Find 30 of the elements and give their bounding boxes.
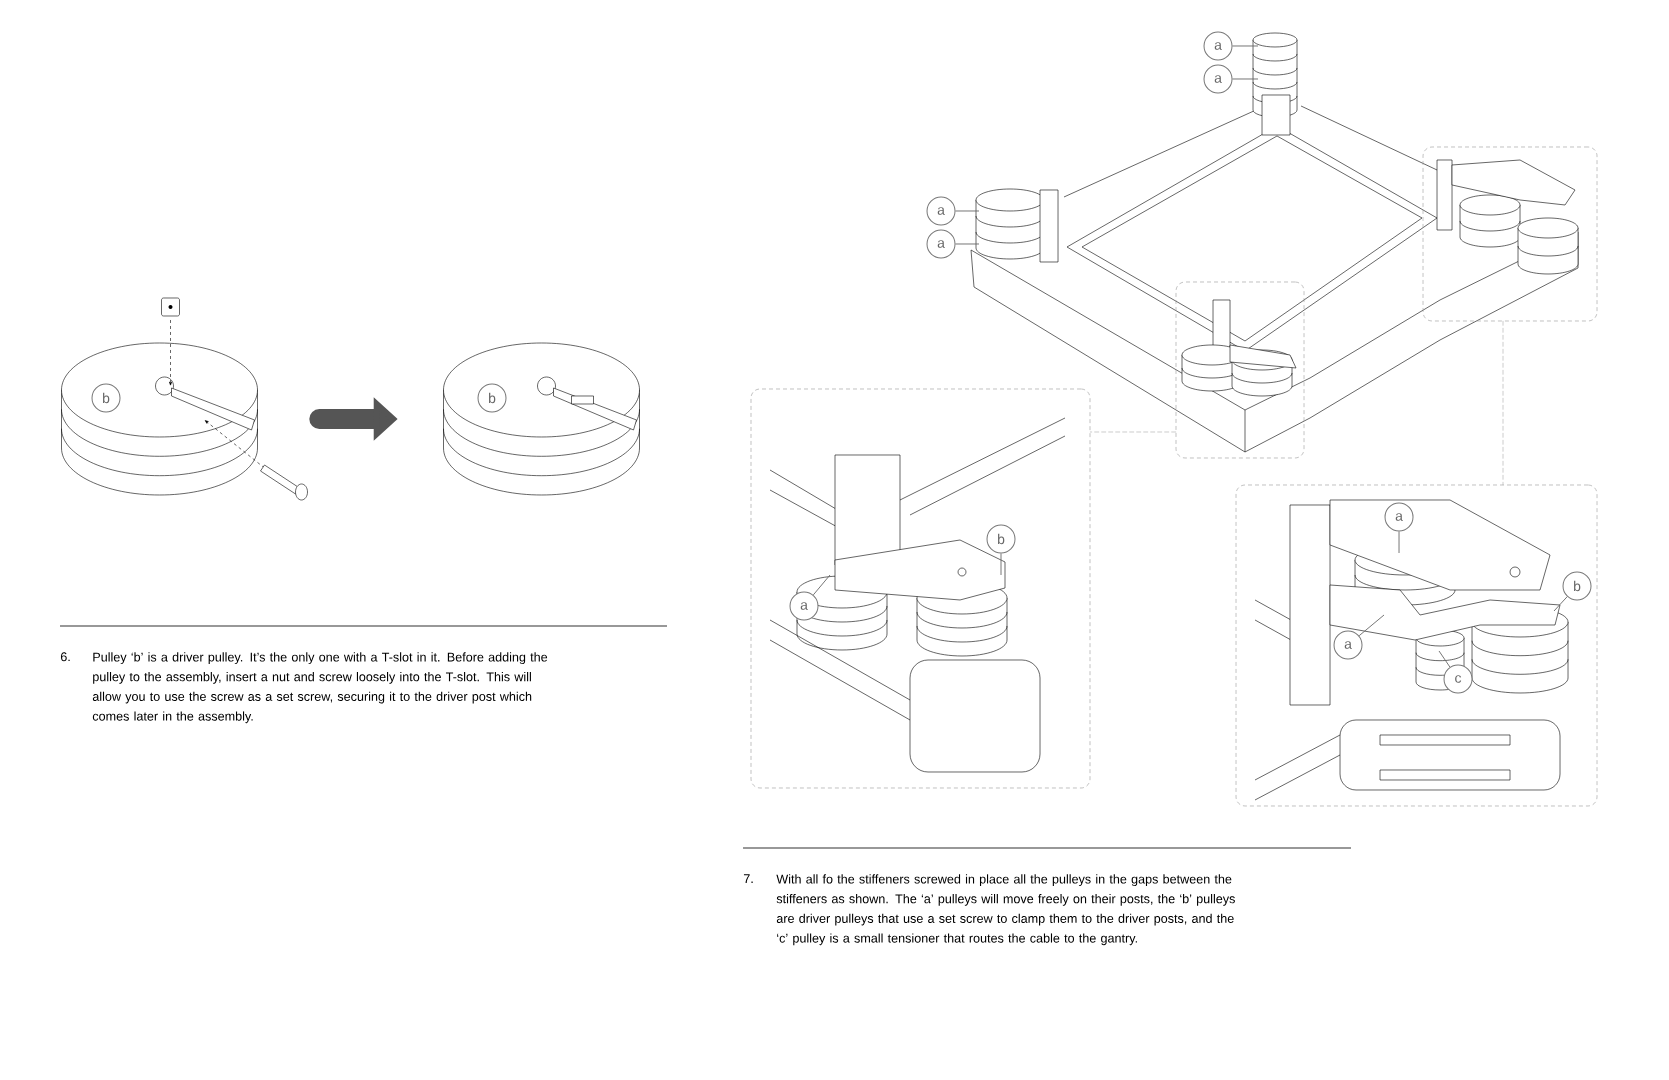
callout-letter: a bbox=[1203, 31, 1233, 61]
detail-region-frame bbox=[1422, 146, 1598, 322]
leader-line bbox=[812, 574, 831, 596]
pulley-drawing bbox=[443, 342, 640, 496]
callout-letter: a bbox=[926, 196, 956, 226]
leader-line bbox=[1000, 553, 1002, 576]
leader-line bbox=[1232, 45, 1259, 47]
leader-line bbox=[1358, 614, 1385, 637]
callout-letter: b bbox=[986, 524, 1016, 554]
callout-letter: a bbox=[1203, 64, 1233, 94]
instruction-text: With all fo the stiffeners screwed in place all the pulleys in the gaps between the stiffeners as shown. The ‘a’ pulleys will move freely on their posts, the ‘b’ pulleys are driver pulleys that use a set screw to clamp them to the driver posts, and the ‘c’ pulley is a small tensioner that routes the cable to the gantry. bbox=[776, 874, 1235, 946]
callout-letter: b bbox=[91, 383, 121, 413]
callout-letter: a bbox=[926, 229, 956, 259]
step-number: 7. bbox=[743, 874, 753, 883]
detail-region-frame bbox=[1175, 281, 1305, 459]
leader-line bbox=[1438, 650, 1451, 668]
leader-line bbox=[955, 210, 980, 212]
leader-line bbox=[955, 243, 980, 245]
callout-letter: b bbox=[477, 383, 507, 413]
pulley-drawing bbox=[61, 297, 308, 501]
step-number: 6. bbox=[60, 652, 70, 662]
leader-line bbox=[1553, 596, 1568, 612]
leader-line bbox=[1232, 78, 1259, 80]
callout-letter: b bbox=[1562, 571, 1592, 601]
leader-line bbox=[1398, 531, 1400, 554]
callout-letter: a bbox=[789, 591, 819, 621]
instruction-text: Pulley ‘b’ is a driver pulley. It’s the only one with a T-slot in it. Before adding the pulley to the assembly, insert a nut and screw loosely into the T-slot. This will allow you to use the screw as a set screw, securing it to the driver post which comes later in the assembly. bbox=[92, 652, 548, 724]
callout-letter: a bbox=[1384, 502, 1414, 532]
callout-letter: c bbox=[1443, 664, 1473, 694]
callout-letter: a bbox=[1333, 630, 1363, 660]
